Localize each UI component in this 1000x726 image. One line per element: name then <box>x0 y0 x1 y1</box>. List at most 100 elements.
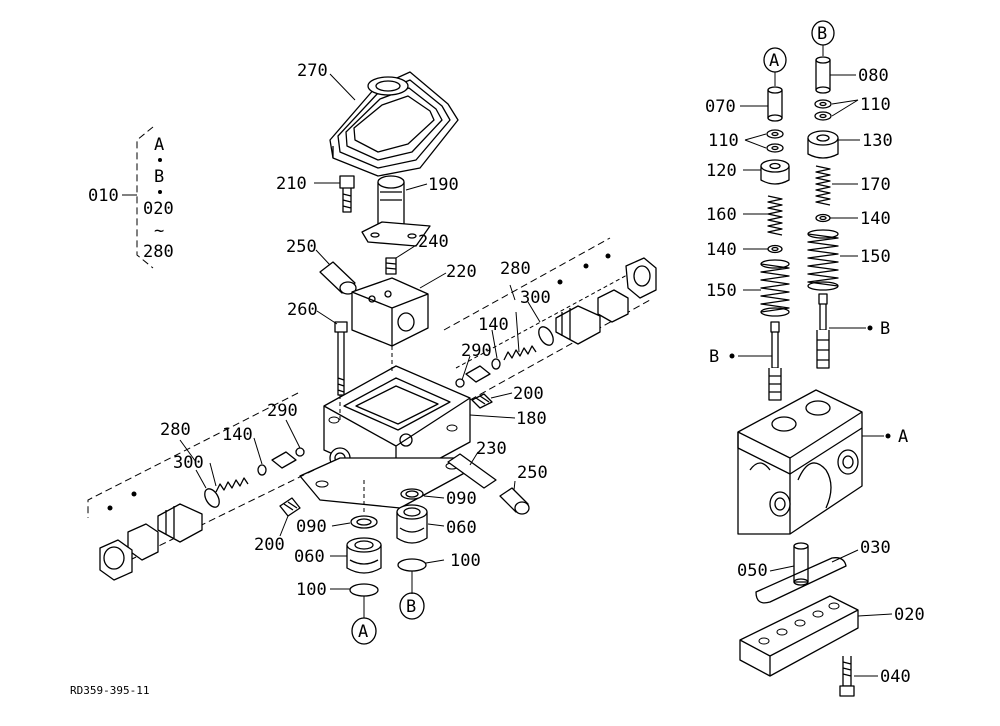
callout-040: 040 <box>880 667 911 687</box>
assembly-group-label: 010 <box>88 186 119 206</box>
callout-300a: 300 <box>520 288 551 308</box>
callout-130: 130 <box>862 131 893 151</box>
callout-100b: 100 <box>450 551 481 571</box>
connector-a-top: A <box>763 47 787 73</box>
figure-code: RD359-395-11 <box>70 684 149 697</box>
part-300-oring-upper <box>538 326 554 346</box>
svg-text:B: B <box>709 347 719 367</box>
part-150-spring-left <box>760 259 790 317</box>
part-260-long-bolt <box>334 321 348 396</box>
callout-020: 020 <box>894 605 925 625</box>
callout-300b: 300 <box>173 453 204 473</box>
part-plug-upper <box>555 257 657 345</box>
part-290-ball-lower <box>295 447 305 457</box>
assembly-group-line-start: 020 <box>143 199 174 219</box>
part-140-washer-left <box>767 244 783 254</box>
part-210-bolt <box>339 175 355 213</box>
callout-180: 180 <box>516 409 547 429</box>
callout-140a: 140 <box>478 315 509 335</box>
callout-100a: 100 <box>296 580 327 600</box>
part-valve-body-right <box>737 389 863 535</box>
callout-290b: 290 <box>267 401 298 421</box>
part-150-spring-right <box>807 229 839 291</box>
part-100-oring-right <box>397 558 427 572</box>
callout-260: 260 <box>287 300 318 320</box>
callout-290a: 290 <box>461 341 492 361</box>
callout-110a: 110 <box>708 131 739 151</box>
part-140-washer-right <box>815 213 831 223</box>
svg-text:A: A <box>898 427 908 447</box>
assembly-group-line-b: B <box>154 167 164 187</box>
callout-070: 070 <box>705 97 736 117</box>
callout-160: 160 <box>706 205 737 225</box>
part-080-rod <box>815 56 831 94</box>
callout-060a: 060 <box>294 547 325 567</box>
svg-text:A: A <box>769 51 779 71</box>
part-100-oring-left <box>349 583 379 597</box>
callout-150b: 150 <box>860 247 891 267</box>
part-270-boot <box>329 71 459 177</box>
part-160-spring <box>767 195 783 236</box>
svg-text:A: A <box>358 622 368 642</box>
callout-140c: 140 <box>706 240 737 260</box>
callout-140b: 140 <box>222 425 253 445</box>
callout-150a: 150 <box>706 281 737 301</box>
callout-250b: 250 <box>517 463 548 483</box>
connector-a-bottom: A <box>351 617 377 645</box>
part-050-pin <box>793 542 809 586</box>
callout-120: 120 <box>706 161 737 181</box>
part-130-cap <box>807 130 839 159</box>
part-120-cap <box>760 159 790 185</box>
callout-090a: 090 <box>296 517 327 537</box>
callout-050: 050 <box>737 561 768 581</box>
part-200-setscrew-right <box>471 393 493 409</box>
part-060-fitting-right <box>396 504 428 544</box>
part-180-valve-body <box>299 346 471 509</box>
connector-b-left: B <box>709 347 719 367</box>
assembly-group-line-a: A <box>154 135 164 155</box>
part-030-gasket <box>755 557 847 604</box>
svg-text:B: B <box>880 319 890 339</box>
callout-250a: 250 <box>286 237 317 257</box>
callout-220: 220 <box>446 262 477 282</box>
part-140-upper-small <box>465 358 501 383</box>
callout-280a: 280 <box>500 259 531 279</box>
part-070-rod <box>767 86 783 122</box>
svg-text:B: B <box>406 597 416 617</box>
part-plug-lower <box>99 503 203 581</box>
callout-030: 030 <box>860 538 891 558</box>
part-250-bushing-lower <box>499 487 530 515</box>
part-230-pin <box>447 453 497 489</box>
callout-080: 080 <box>858 66 889 86</box>
connector-b-top: B <box>811 20 835 46</box>
callout-200b: 200 <box>254 535 285 555</box>
assembly-group-line-end: 280 <box>143 242 174 262</box>
part-090-washer-right <box>400 488 424 500</box>
part-020-plate <box>739 595 859 677</box>
part-spring-lower <box>215 477 249 493</box>
part-110-washers-right <box>814 99 832 121</box>
callout-090b: 090 <box>446 489 477 509</box>
assembly-group-line-tilde: ~ <box>154 221 164 241</box>
callout-170: 170 <box>860 175 891 195</box>
callout-060b: 060 <box>446 518 477 538</box>
svg-text:B: B <box>817 24 827 44</box>
assembly-group-bracket: 010 A B 020 ~ 280 <box>88 126 174 269</box>
part-220-block <box>351 277 429 347</box>
callout-230: 230 <box>476 439 507 459</box>
callout-190: 190 <box>428 175 459 195</box>
part-spool-right <box>816 293 830 369</box>
part-250-bushing-upper <box>319 261 357 295</box>
part-040-bolt <box>839 656 855 697</box>
callout-280b: 280 <box>160 420 191 440</box>
callout-140d: 140 <box>860 209 891 229</box>
callout-200a: 200 <box>513 384 544 404</box>
part-090-washer-left <box>350 515 378 529</box>
part-190-shaft <box>361 175 431 247</box>
part-240-setscrew <box>385 257 397 275</box>
part-spool-left <box>768 321 782 401</box>
part-300-oring-lower <box>204 488 220 508</box>
part-170-spring <box>815 165 831 206</box>
callout-270: 270 <box>297 61 328 81</box>
